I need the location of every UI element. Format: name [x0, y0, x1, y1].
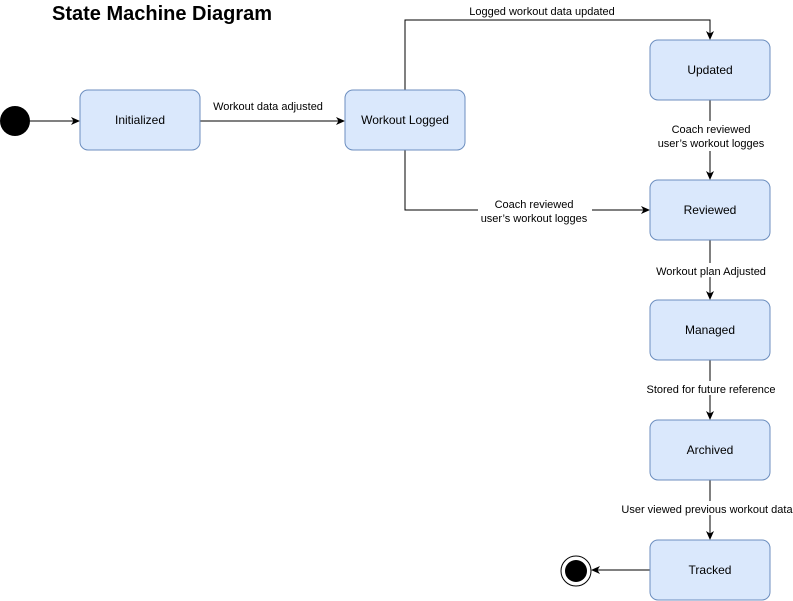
state-managed: Managed	[649, 299, 771, 361]
state-tracked-label: Tracked	[689, 563, 732, 577]
label-logged-to-updated: Logged workout data updated	[469, 6, 615, 18]
state-updated: Updated	[649, 39, 771, 101]
state-initialized-label: Initialized	[115, 113, 165, 127]
label-initialized-to-logged: Workout data adjusted	[213, 101, 323, 113]
state-reviewed: Reviewed	[649, 179, 771, 241]
final-state	[560, 555, 592, 587]
state-updated-label: Updated	[687, 63, 732, 77]
label-managed-to-archived: Stored for future reference	[646, 384, 775, 396]
state-managed-label: Managed	[685, 323, 735, 337]
state-archived-label: Archived	[687, 443, 734, 457]
state-archived: Archived	[649, 419, 771, 481]
state-workout-logged-label: Workout Logged	[361, 113, 449, 127]
label-updated-to-reviewed-line1: Coach reviewed	[672, 124, 751, 136]
state-reviewed-label: Reviewed	[684, 203, 737, 217]
label-archived-to-tracked: User viewed previous workout data	[621, 504, 793, 516]
label-logged-to-reviewed-line1: Coach reviewed	[495, 199, 574, 211]
edge-labels: Workout data adjusted Logged workout dat…	[213, 4, 793, 516]
label-reviewed-to-managed: Workout plan Adjusted	[656, 266, 766, 278]
initial-state	[0, 106, 30, 136]
edge-logged-to-updated	[404, 19, 714, 90]
label-logged-to-reviewed-line2: user’s workout logges	[481, 213, 588, 225]
diagram-title: State Machine Diagram	[52, 3, 273, 25]
state-initialized: Initialized	[79, 89, 201, 151]
state-workout-logged: Workout Logged	[344, 89, 466, 151]
state-tracked: Tracked	[649, 539, 771, 601]
label-updated-to-reviewed-line2: user’s workout logges	[658, 138, 765, 150]
